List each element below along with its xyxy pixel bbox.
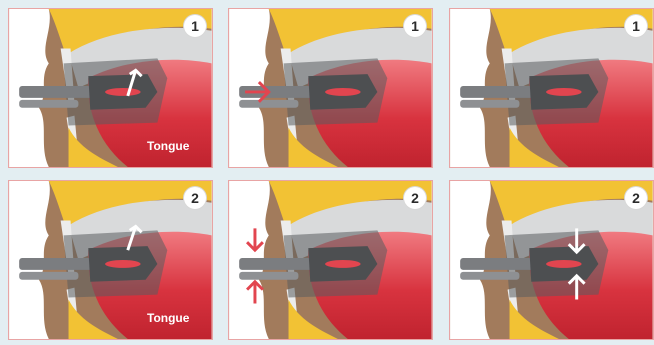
mouth-anatomy-illustration	[450, 9, 653, 167]
panel-2-3: 2	[449, 180, 654, 340]
panel-1-1: 1 Tongue	[8, 8, 213, 168]
panel-1-2: 1	[228, 8, 433, 168]
panel-1-3: 1	[449, 8, 654, 168]
step-badge: 1	[184, 15, 206, 37]
step-badge: 1	[404, 15, 426, 37]
panel-2-2: 2	[228, 180, 433, 340]
step-badge: 1	[625, 15, 647, 37]
step-badge: 2	[404, 187, 426, 209]
step-badge: 2	[625, 187, 647, 209]
panel-2-1: 2 Tongue	[8, 180, 213, 340]
tongue-label: Tongue	[147, 311, 189, 325]
mouth-anatomy-illustration	[450, 181, 653, 339]
mouth-anatomy-illustration	[229, 9, 432, 167]
step-badge: 2	[184, 187, 206, 209]
tongue-label: Tongue	[147, 139, 189, 153]
mouth-anatomy-illustration	[229, 181, 432, 339]
